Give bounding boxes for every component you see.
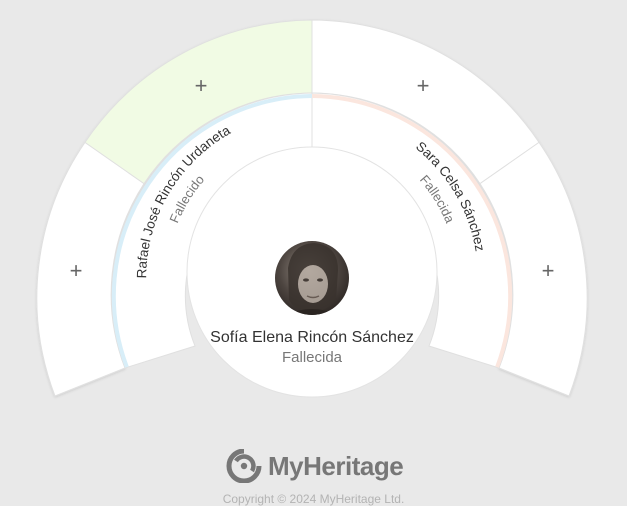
add-paternal-grandfather-plus-icon[interactable]: + (70, 258, 83, 283)
copyright-text: Copyright © 2024 MyHeritage Ltd. (222, 492, 405, 506)
add-maternal-grandmother-plus-icon[interactable]: + (542, 258, 555, 283)
add-maternal-grandmother-slot[interactable] (479, 141, 588, 397)
paternal-line-arc (111, 94, 313, 368)
portrait-photo[interactable] (275, 241, 349, 320)
myheritage-logo-icon[interactable] (224, 449, 264, 483)
focus-person-status: Fallecida (282, 349, 343, 366)
myheritage-logo-text[interactable]: MyHeritage (268, 451, 404, 481)
brand-footer: MyHeritage Copyright © 2024 MyHeritage L… (0, 445, 627, 506)
focus-person-name: Sofía Elena Rincón Sánchez (210, 329, 414, 346)
add-paternal-grandmother-plus-icon[interactable]: + (195, 73, 208, 98)
add-maternal-grandfather-plus-icon[interactable]: + (417, 73, 430, 98)
maternal-line-arc (311, 94, 513, 368)
fan-chart: Sofía Elena Rincón Sánchez Fallecida Raf… (36, 19, 588, 398)
